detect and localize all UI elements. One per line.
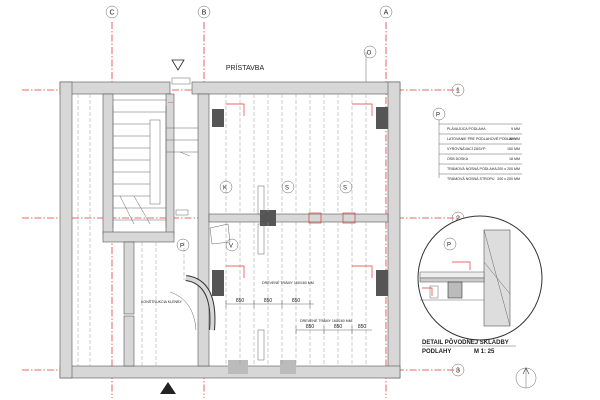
dim-850-a: 850 (236, 298, 245, 304)
axis-bubble-a (379, 5, 393, 19)
legend-layer-name: OSB DOSKA (447, 157, 469, 161)
beam-note-upper: DREVENÉ TRÁMY 160/160 MM (262, 280, 314, 285)
dim-850-b: 850 (264, 298, 273, 304)
axis-label-a: A (384, 10, 389, 17)
tag-bubble-p1 (176, 238, 190, 252)
tag-p1: P (180, 244, 184, 250)
detail-scale: M 1: 25 (474, 349, 495, 355)
axis-label-2: 2 (456, 216, 460, 223)
legend-layer-value: 9 MM (511, 127, 520, 131)
walls (59, 81, 401, 379)
section-arrow-icon (171, 59, 185, 71)
legend-layer-name: TRÁMOVÁ NOSNÁ PODLAHA (447, 167, 497, 171)
detail-tag: P (447, 243, 451, 249)
axis-bubble-c (105, 5, 119, 19)
tag-bubble-v1 (225, 238, 239, 252)
section-arrow-icon (160, 382, 176, 394)
legend-layer-value: 18 MM (509, 157, 520, 161)
beam-note-lower: DREVENÉ TRÁMY 160/160 MM (300, 318, 352, 323)
axis-label-1: 1 (456, 88, 460, 95)
floor-beams (77, 94, 367, 366)
tag-bubble-k1 (219, 180, 233, 194)
legend-row: VYROVNÁVACÍ ZÁSYP 150 MM (447, 147, 520, 151)
legend-layer-name: TRÁMOVÁ NOSNÁ STROPU (447, 177, 495, 181)
detail-title-block: DETAIL PÔVODNEJ SKLADBY PODLAHY M 1: 25 (422, 338, 516, 355)
legend-layer-name: LATOVANIE PRE PODLAHOVÉ PODLAHY (447, 136, 517, 141)
legend-row: LATOVANIE PRE PODLAHOVÉ PODLAHY 30 MM (447, 136, 520, 141)
legend-layer-name: VYROVNÁVACÍ ZÁSYP (447, 147, 486, 151)
stair-dim-text: — (168, 100, 173, 106)
plan-details (169, 52, 373, 361)
axis-bubble-b (197, 5, 211, 19)
legend-row: TRÁMOVÁ NOSNÁ PODLAHA 200 x 200 MM (447, 167, 520, 171)
dimension-row: 850 850 850 850 850 850 (225, 298, 372, 334)
plan-labels: PRÍSTAVBA O K S S P V KONŠTRUKCIA KLENBY… (141, 45, 377, 323)
legend-row: TRÁMOVÁ NOSNÁ STROPU 200 x 200 MM (447, 177, 520, 181)
tag-k1: K (223, 186, 227, 192)
staircase: — (112, 99, 198, 228)
extension-title: PRÍSTAVBA (226, 63, 265, 72)
detail-tag-bubble (443, 237, 457, 251)
dim-850-f: 850 (358, 324, 367, 330)
dim-850-d: 850 (306, 324, 315, 330)
tag-o1: O (367, 51, 372, 57)
dim-850-e: 850 (334, 324, 343, 330)
north-arrow-icon (515, 367, 537, 389)
detail-title-line2: PODLAHY (422, 349, 451, 355)
axis-label-3: 3 (456, 368, 460, 375)
legend-tag: P (436, 113, 440, 119)
legend-row: OSB DOSKA 18 MM (447, 157, 520, 161)
legend-layer-value: 200 x 200 MM (497, 177, 520, 181)
vault-note: KONŠTRUKCIA KLENBY (141, 299, 183, 304)
floor-composition-legend: P PLÁVAJÚCA PODLAHA 9 MM LATOVANIE PRE P… (432, 107, 522, 181)
legend-row: PLÁVAJÚCA PODLAHA 9 MM (447, 126, 520, 131)
tag-v1: V (229, 244, 233, 250)
detail-title-line1: DETAIL PÔVODNEJ SKLADBY (422, 338, 509, 346)
tag-bubble-o1 (363, 45, 377, 59)
legend-layer-value: 30 MM (509, 137, 520, 141)
tag-bubble-s1a (281, 180, 295, 194)
tag-s1b: S (343, 186, 347, 192)
axis-label-c: C (109, 10, 114, 17)
tag-s1a: S (285, 186, 289, 192)
dim-850-c: 850 (292, 298, 301, 304)
axis-label-b: B (202, 10, 207, 17)
axis-bubble-3 (451, 363, 465, 377)
legend-layer-value: 150 MM (507, 147, 520, 151)
tag-bubble-s1b (339, 180, 353, 194)
legend-layer-value: 200 x 200 MM (497, 167, 520, 171)
detail-callout: P (417, 215, 543, 341)
axis-bubble-1 (451, 83, 465, 97)
legend-layer-name: PLÁVAJÚCA PODLAHA (447, 126, 486, 131)
